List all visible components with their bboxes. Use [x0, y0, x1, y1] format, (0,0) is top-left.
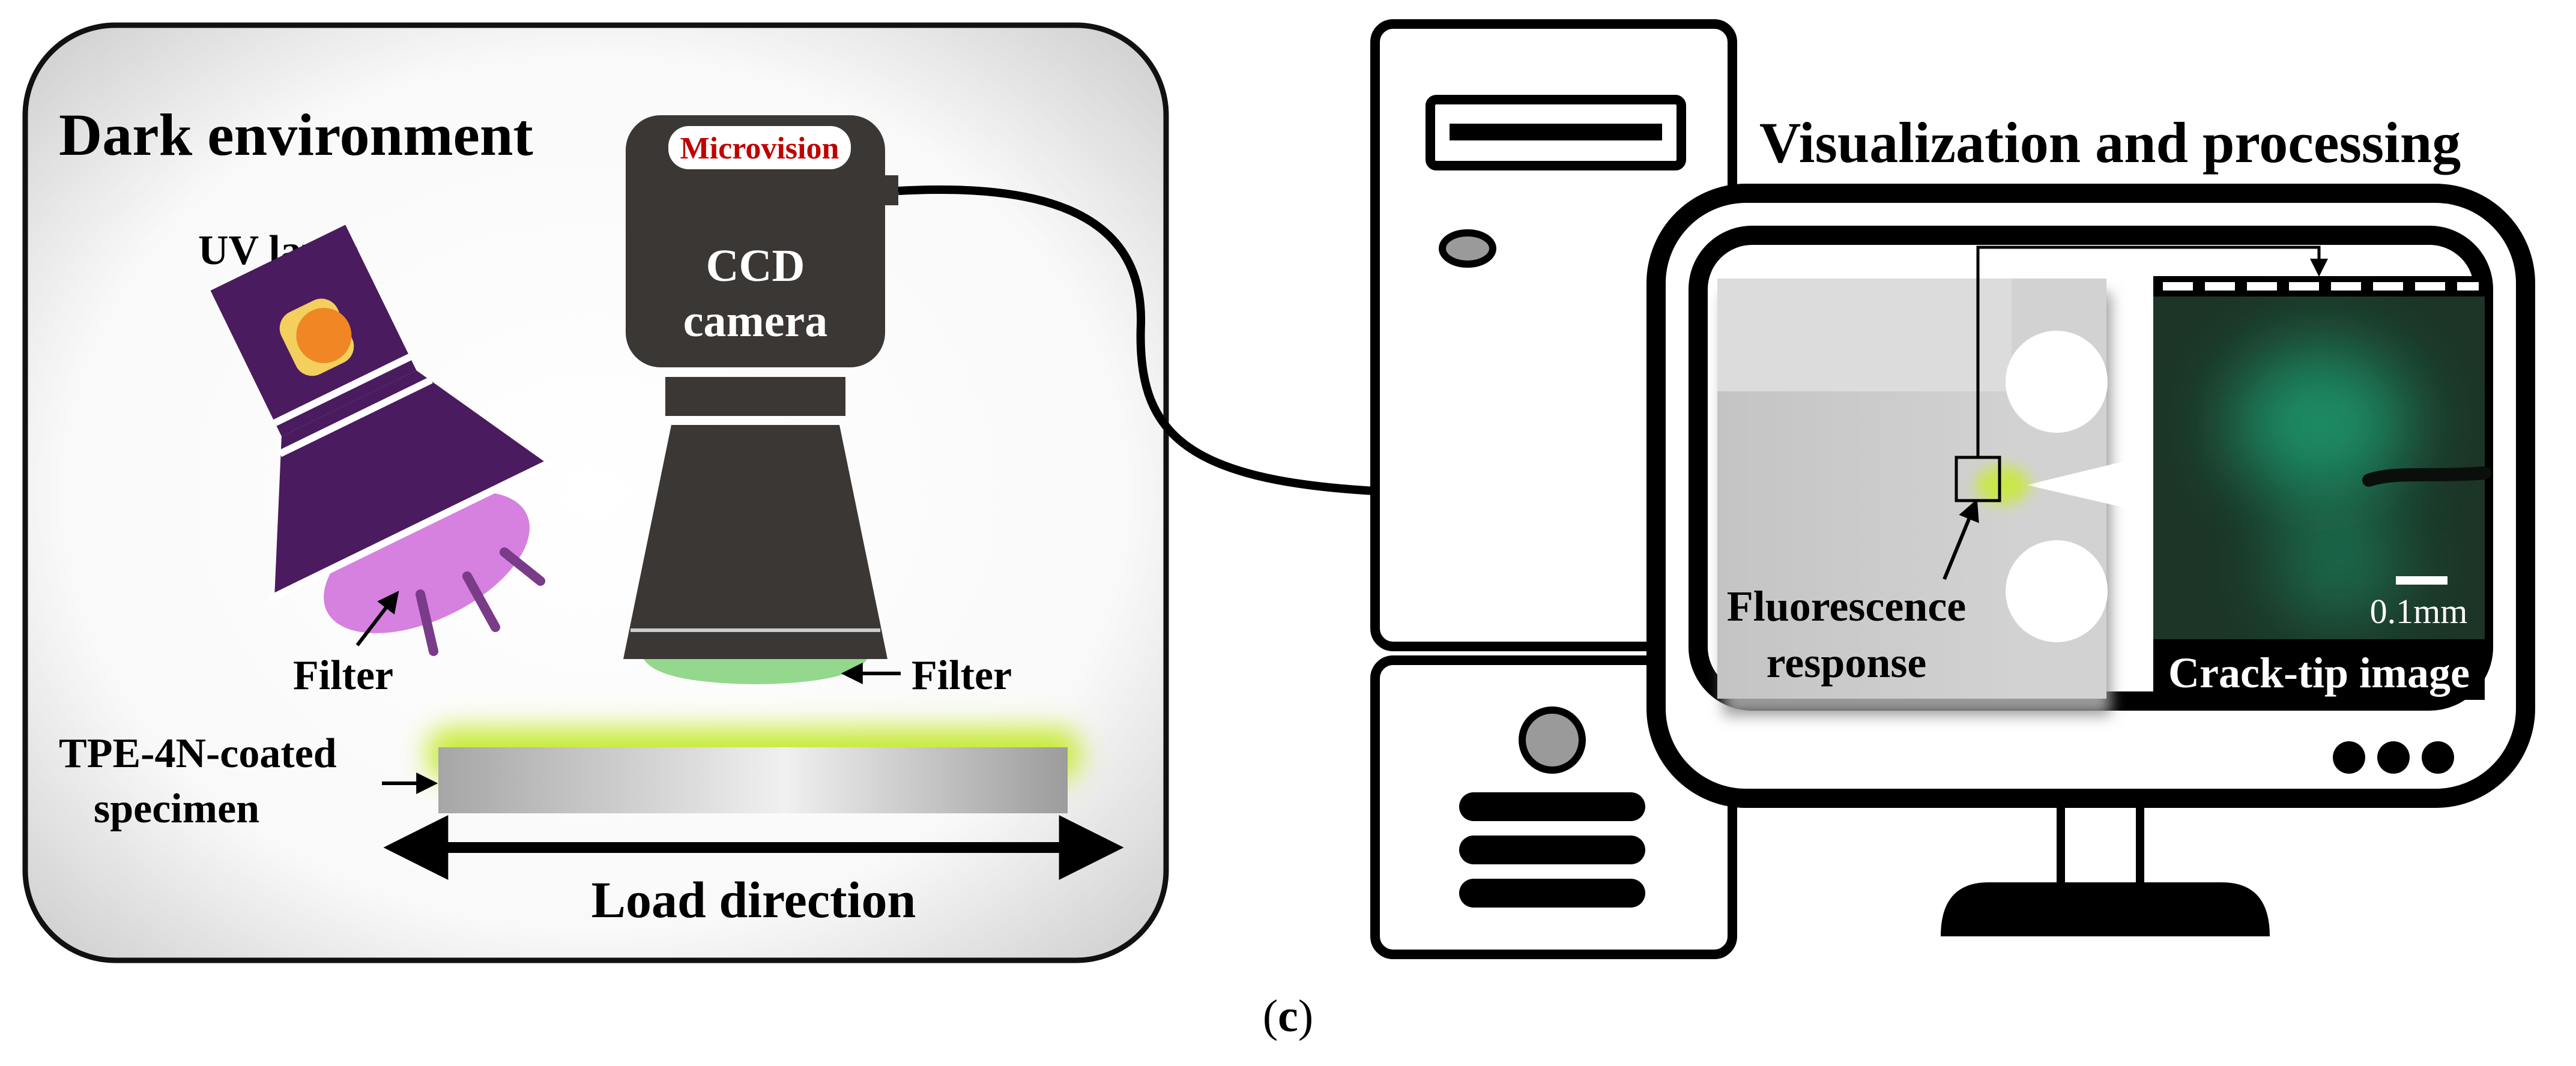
fluorescence-spot [1976, 466, 2030, 504]
uv-lamp-bulb [296, 307, 352, 363]
camera-label-line2: camera [683, 296, 828, 346]
monitor-indicator-dot-1 [2333, 741, 2365, 774]
monitor-indicator-dot-2 [2377, 741, 2410, 774]
visualization-title: Visualization and processing [1759, 110, 2461, 175]
monitor-indicator-dot-3 [2422, 741, 2454, 774]
scale-bar-label: 0.1mm [2370, 592, 2468, 631]
specimen-label-line2: specimen [94, 786, 259, 832]
ct-specimen-plate [1717, 279, 2141, 699]
crack-tip-label: Crack-tip image [2168, 649, 2470, 697]
camera-lens [623, 425, 887, 659]
uv-lamp [210, 224, 554, 633]
fluorescence-label-line2: response [1767, 639, 1927, 687]
tower-power-button [1519, 706, 1586, 774]
crack-fluorescence-glow [2231, 345, 2411, 501]
monitor-stand-base [1941, 882, 2270, 936]
caption-suffix: ) [1298, 991, 1313, 1041]
caption-letter: c [1278, 991, 1298, 1041]
crack-line [2362, 466, 2491, 487]
ccd-camera: Microvision CCD camera [623, 115, 898, 684]
specimen-bar [438, 747, 1068, 813]
lamp-filter-label: Filter [293, 652, 393, 699]
figure-caption: (c) [1263, 991, 1313, 1041]
computer-tower [1370, 19, 1737, 959]
uv-light-rays [416, 547, 545, 656]
dark-environment-title: Dark environment [59, 101, 533, 168]
camera-cable [898, 185, 1376, 495]
specimen-label-line1: TPE-4N-coated [59, 730, 337, 777]
camera-brand-badge [668, 126, 851, 169]
film-strip-dashes [2163, 282, 2479, 291]
load-direction-label: Load direction [591, 871, 916, 929]
camera-body [626, 115, 885, 367]
camera-mount [665, 377, 845, 416]
tower-upper-button [1439, 229, 1496, 268]
roi-connector-line [1976, 245, 2328, 457]
camera-filter [644, 659, 867, 684]
lamp-filter-arrow [355, 591, 399, 646]
fluorescence-arrow [1943, 499, 1979, 580]
crack-tip-caption-band [2153, 639, 2485, 700]
scale-bar [2396, 576, 2448, 585]
fluorescence-label-line1: Fluorescence [1727, 582, 1967, 630]
camera-label-line1: CCD [706, 241, 805, 291]
camera-brand-label: Microvision [680, 131, 839, 166]
specimen-notch [2027, 457, 2141, 511]
plate-hole-upper [2006, 331, 2108, 433]
monitor-stand-neck [2057, 789, 2144, 901]
camera-filter-label: Filter [912, 652, 1012, 699]
plate-hole-lower [2006, 540, 2108, 642]
caption-prefix: ( [1263, 991, 1278, 1041]
crack-tip-panel [2153, 276, 2491, 700]
